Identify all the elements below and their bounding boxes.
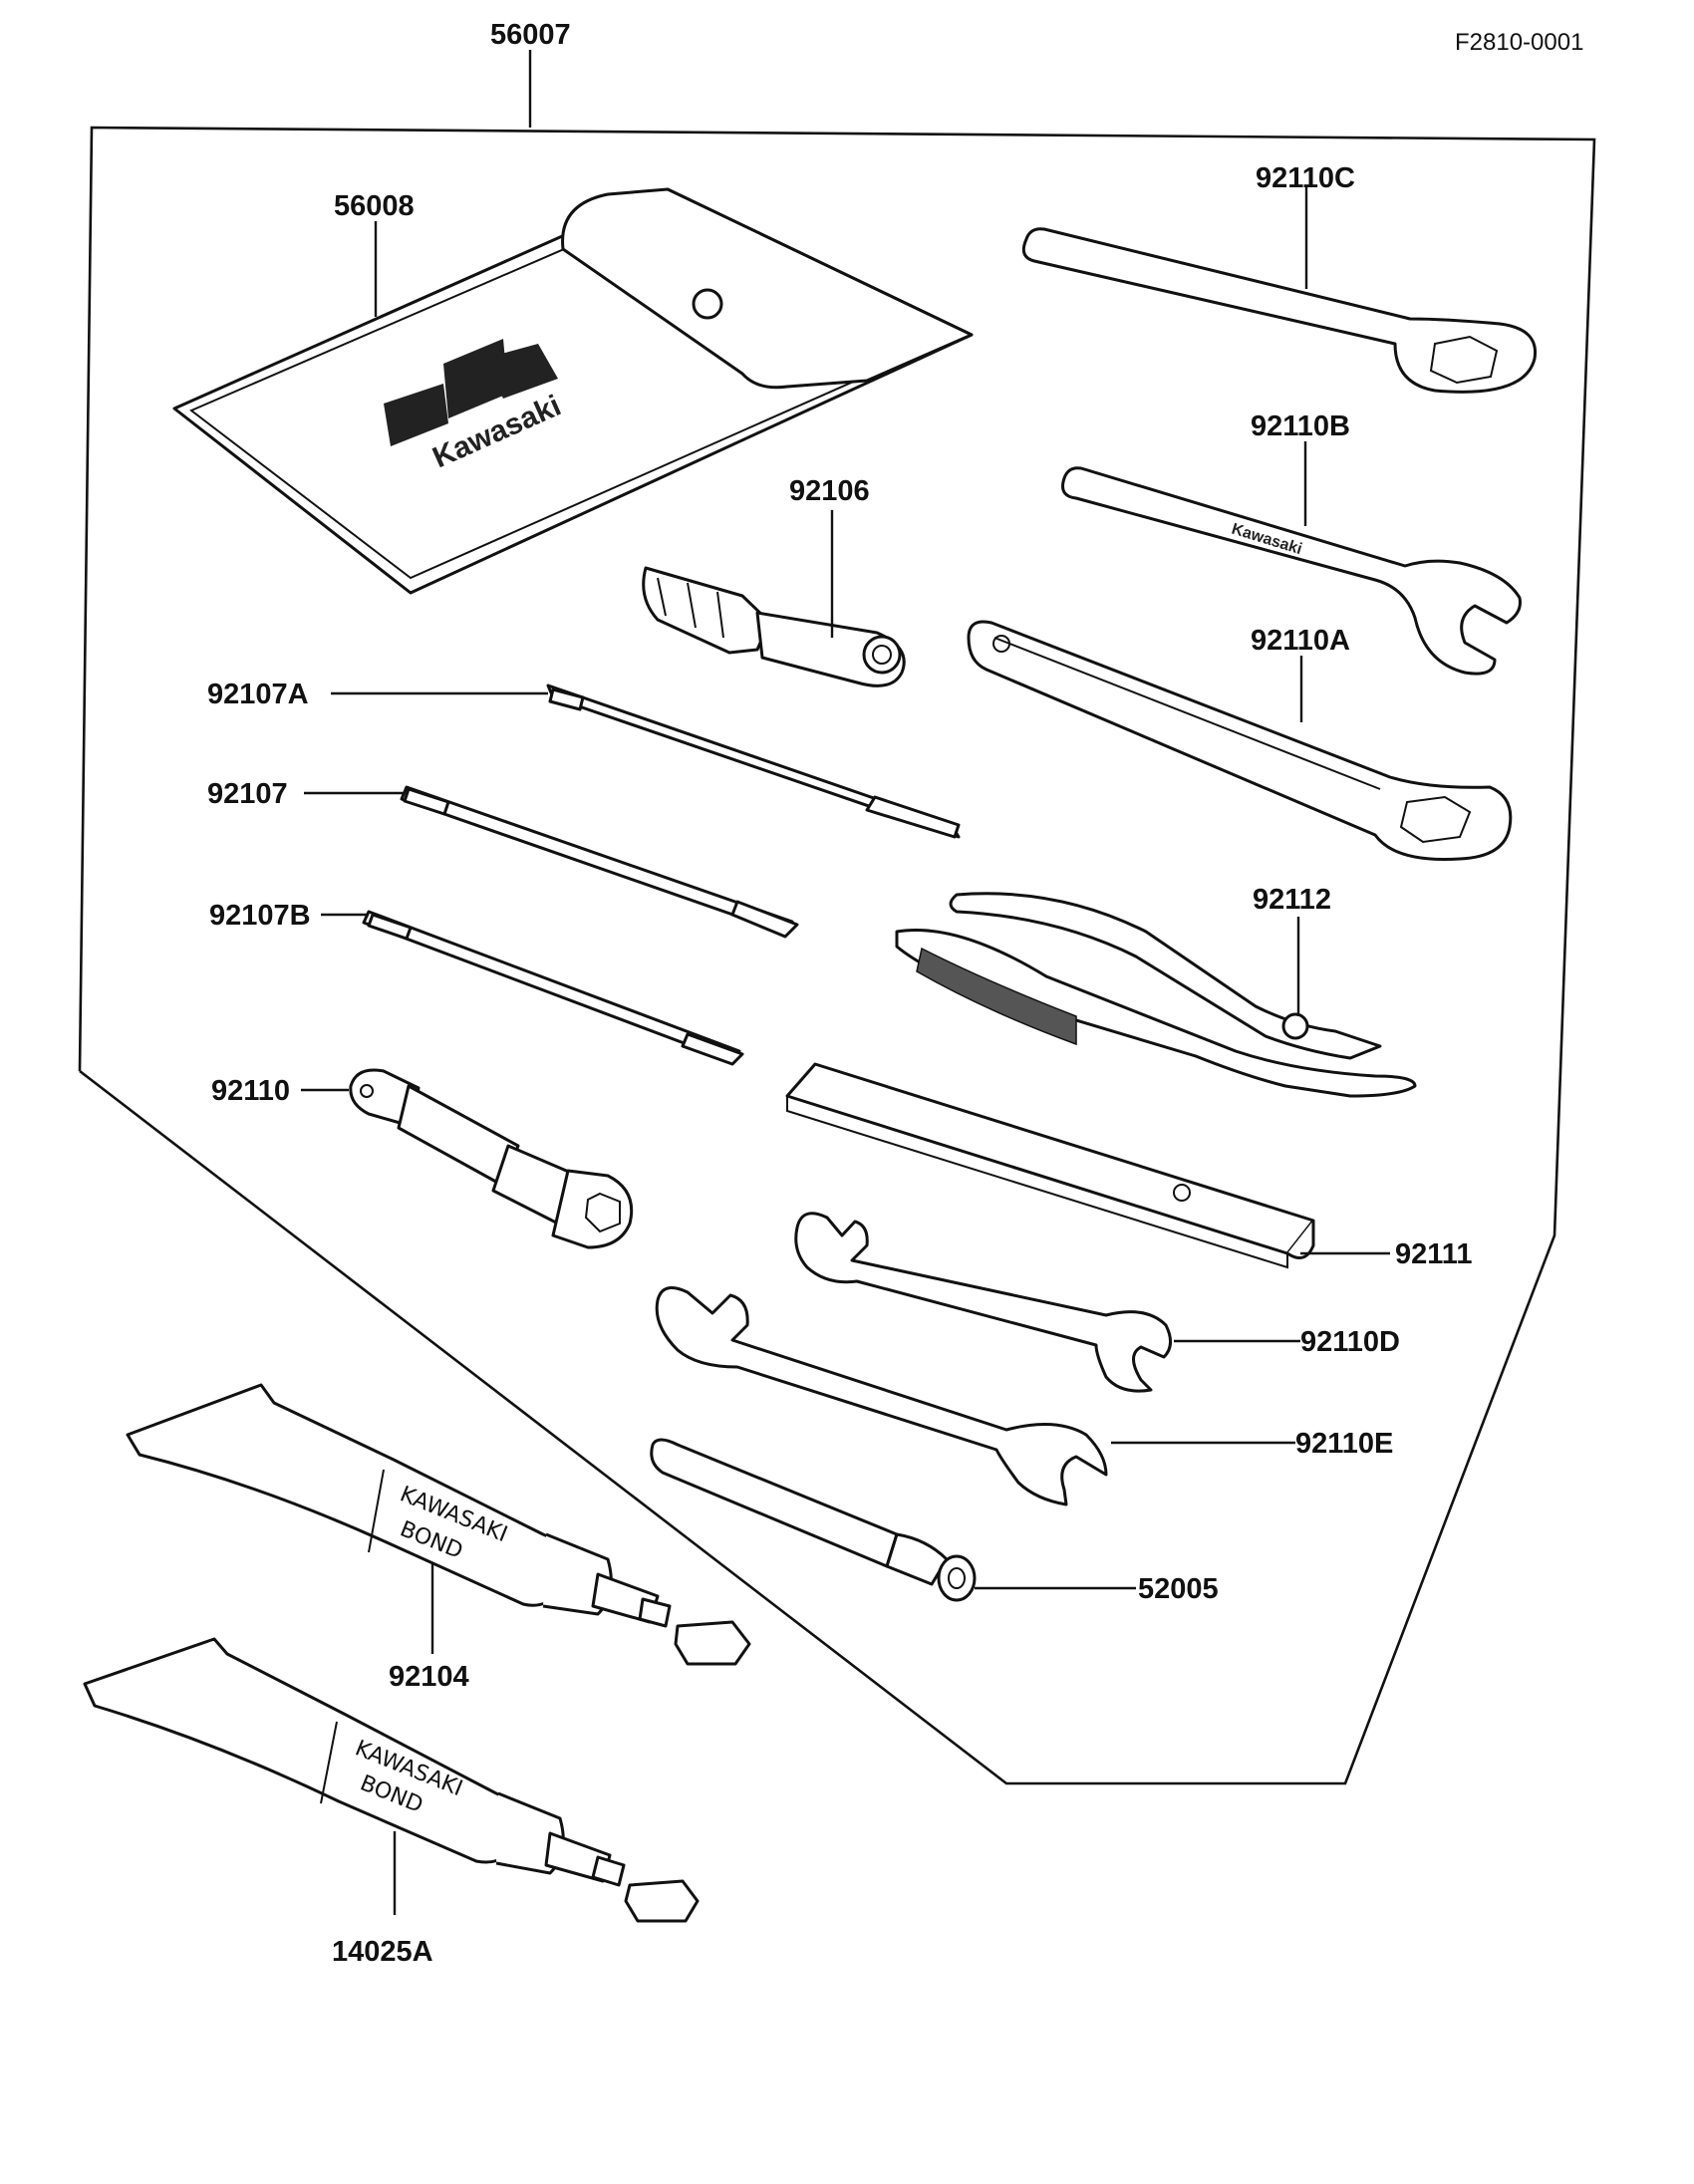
part-label-56007: 56007 xyxy=(490,19,571,51)
part-label-92107A: 92107A xyxy=(207,679,309,710)
pliers xyxy=(895,892,1417,1098)
part-label-92110B: 92110B xyxy=(1251,410,1350,442)
kawasaki-bond-tube: KAWASAKI BOND xyxy=(126,1383,751,1666)
part-label-52005: 52005 xyxy=(1138,1573,1219,1605)
diagram-code: F2810-0001 xyxy=(1455,29,1583,56)
ring-wrench-a xyxy=(967,620,1513,861)
part-label-92110D: 92110D xyxy=(1300,1326,1400,1358)
part-label-92106: 92106 xyxy=(789,475,870,507)
open-wrench-e xyxy=(655,1286,1108,1506)
tool-pouch: Kawasaki xyxy=(172,187,974,595)
part-label-92110A: 92110A xyxy=(1251,625,1350,657)
part-label-92110E: 92110E xyxy=(1295,1428,1393,1460)
part-label-92104: 92104 xyxy=(389,1661,469,1693)
kit-boundary xyxy=(78,50,1596,1785)
handle-bar xyxy=(785,1062,1315,1269)
spark-plug-wrench xyxy=(349,1068,634,1249)
phillips-screwdriver xyxy=(400,785,799,939)
part-label-14025A: 14025A xyxy=(332,1936,433,1968)
flat-screwdriver-a xyxy=(546,683,961,839)
part-label-92111: 92111 xyxy=(1395,1238,1472,1270)
phillips-screwdriver-b xyxy=(362,910,744,1066)
screwdriver-grip xyxy=(650,1438,977,1602)
part-label-92107B: 92107B xyxy=(209,900,311,932)
open-wrench-d xyxy=(794,1212,1172,1393)
part-label-92112: 92112 xyxy=(1253,884,1331,916)
ring-wrench-c xyxy=(1021,227,1538,394)
part-label-56008: 56008 xyxy=(334,190,415,222)
spark-plug-wrench-handle xyxy=(642,566,906,687)
part-label-92107: 92107 xyxy=(207,778,288,810)
part-label-92110: 92110 xyxy=(211,1075,290,1107)
part-label-92110C: 92110C xyxy=(1256,162,1355,194)
